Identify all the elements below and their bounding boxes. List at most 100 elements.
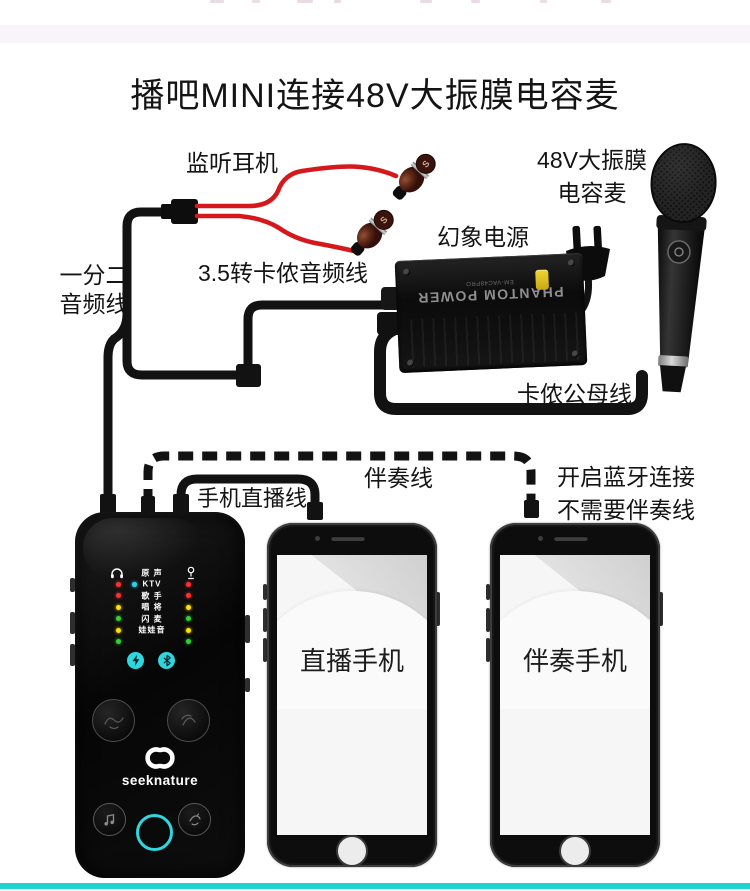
top-crop-mark (540, 0, 547, 3)
phone-live-cable (176, 474, 320, 517)
screw-icon (567, 259, 576, 267)
xlr-male-female-cable (374, 324, 648, 415)
headphone-icon (111, 568, 123, 579)
condenser-microphone (650, 143, 717, 393)
label-phone-live-cable: 手机直播线 (197, 486, 308, 511)
led-red (116, 593, 121, 599)
label-condenser-mic-line2: 电容麦 (557, 180, 627, 206)
led-red (116, 581, 121, 587)
top-crop-mark (334, 0, 341, 3)
accompaniment-phone-screen: 伴奏手机 (500, 555, 650, 835)
power-button (127, 652, 144, 669)
side-buttons (70, 578, 663, 692)
led-yellow (186, 604, 191, 610)
label-condenser-mic-line1: 48V大振膜 (537, 147, 647, 173)
speaker-slot (331, 536, 365, 541)
music-note-icon (103, 813, 114, 826)
earphone-splitter-connector (161, 199, 198, 224)
svg-text:S: S (420, 158, 431, 169)
phantom-box-fins (401, 312, 584, 368)
led-yellow (116, 604, 121, 610)
live-phone-label: 直播手机 (299, 646, 404, 676)
bottom-divider-bar (0, 883, 750, 889)
earphone-red-cables (194, 164, 399, 254)
screw-icon (402, 268, 411, 276)
brand-logo (75, 744, 245, 777)
label-xlr-male-female: 卡侬公母线 (517, 381, 632, 407)
mode-label: 歌 手 (141, 591, 163, 601)
mode-label: 唱 将 (141, 602, 163, 612)
top-crop-mark (297, 0, 313, 3)
left-knob (92, 699, 135, 742)
top-crop-mark (252, 0, 260, 3)
top-crop-mark (210, 0, 224, 3)
trs-to-xlr-cable (243, 300, 395, 372)
earbud-lower: S (350, 209, 394, 256)
mode-label: 闪 麦 (141, 614, 163, 624)
home-button (336, 835, 368, 867)
live-phone: 直播手机 (267, 523, 437, 867)
led-green (116, 639, 121, 645)
led-red (186, 581, 191, 587)
mode-row: 娃娃音 (94, 625, 226, 637)
page-title: 播吧MINI连接48V大振膜电容麦 (130, 77, 620, 115)
mode-row: 闪 麦 (94, 613, 226, 625)
splitter-cable (103, 207, 243, 521)
connector-nubs (100, 494, 539, 520)
lightning-icon (132, 654, 140, 667)
camera-icon (538, 536, 543, 541)
mode-label: KTV (142, 579, 162, 589)
mode-label: 原 声 (141, 568, 163, 578)
label-bluetooth-line1: 开启蓝牙连接 (557, 464, 695, 490)
mode-row: KTV (94, 579, 226, 591)
mode-row (94, 636, 226, 648)
accompaniment-phone-label: 伴奏手机 (522, 646, 627, 676)
center-ring-button (136, 814, 173, 851)
selected-mode-dot (132, 582, 137, 587)
label-splitter-line1: 一分二 (59, 262, 129, 288)
camera-icon (315, 536, 320, 541)
top-crop-mark (601, 0, 611, 3)
led-yellow (186, 627, 191, 633)
label-splitter-line2: 音频线 (59, 291, 129, 317)
bluetooth-button (158, 652, 175, 669)
phantom-box-text: PHANTOM POWER EM-VAC48PRO (396, 275, 585, 307)
knob-glyph-icon (180, 714, 196, 726)
mic-logo-badge (667, 240, 691, 264)
live-phone-screen: 直播手机 (277, 555, 427, 835)
top-pink-band (0, 25, 750, 43)
bluetooth-icon (162, 654, 171, 667)
accompaniment-phone: 伴奏手机 (490, 523, 660, 867)
right-knob (167, 699, 210, 742)
svg-text:S: S (378, 214, 389, 225)
label-bluetooth-line2: 不需要伴奏线 (557, 497, 695, 523)
led-green (116, 616, 121, 622)
mode-row: 歌 手 (94, 590, 226, 602)
adapter-block (236, 364, 261, 387)
led-yellow (116, 627, 121, 633)
top-crop-mark (420, 0, 432, 3)
top-crop-mark (471, 0, 480, 3)
music-mode-button (93, 803, 126, 836)
phantom-48v-switch (535, 269, 550, 291)
speaker-slot (554, 536, 588, 541)
earbud-upper: S (392, 153, 436, 200)
mode-row: 原 声 (94, 567, 226, 579)
effect-mode-button (178, 803, 211, 836)
led-green (186, 616, 191, 622)
brand-name: seeknature (121, 773, 199, 788)
home-button (559, 835, 591, 867)
phantom-power-box: PHANTOM POWER EM-VAC48PRO (394, 252, 588, 374)
microphone-icon (187, 566, 195, 580)
hand-snap-icon (189, 813, 201, 826)
seeknature-logo-icon (145, 747, 175, 769)
mode-label: 娃娃音 (138, 625, 166, 635)
accompaniment-cable-dashed (143, 451, 536, 504)
led-red (186, 593, 191, 599)
label-trs-to-xlr: 3.5转卡侬音频线 (198, 260, 368, 286)
label-monitor-headphones: 监听耳机 (186, 150, 278, 176)
